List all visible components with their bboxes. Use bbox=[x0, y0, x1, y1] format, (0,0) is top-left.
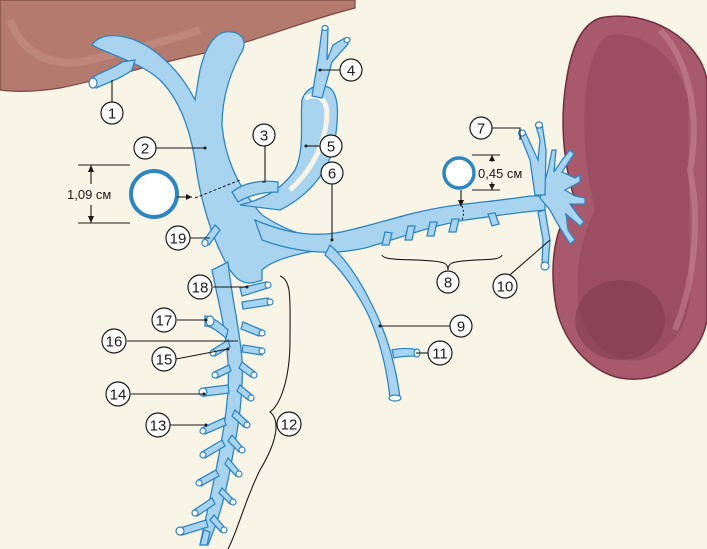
svg-text:13: 13 bbox=[150, 418, 167, 435]
label-18: 18 bbox=[188, 275, 212, 299]
svg-text:19: 19 bbox=[170, 231, 187, 248]
svg-text:5: 5 bbox=[327, 139, 335, 156]
svg-text:4: 4 bbox=[347, 63, 355, 80]
svg-text:15: 15 bbox=[156, 352, 173, 369]
label-6: 6 bbox=[321, 162, 343, 184]
label-9: 9 bbox=[450, 315, 472, 337]
vessel-10-end bbox=[541, 262, 549, 270]
label-11: 11 bbox=[428, 341, 452, 365]
svg-text:2: 2 bbox=[141, 141, 149, 158]
vessel-19-end bbox=[202, 240, 208, 247]
label-15: 15 bbox=[152, 347, 176, 371]
label-12: 12 bbox=[277, 412, 301, 436]
label-17: 17 bbox=[152, 308, 176, 332]
label-19: 19 bbox=[166, 226, 190, 250]
svg-text:8: 8 bbox=[444, 275, 452, 292]
svg-text:1: 1 bbox=[108, 106, 116, 123]
spleen-lower-lobe bbox=[575, 280, 665, 360]
svg-text:17: 17 bbox=[156, 313, 173, 330]
svg-text:7: 7 bbox=[477, 121, 485, 138]
label-4: 4 bbox=[340, 59, 362, 81]
svg-text:10: 10 bbox=[497, 279, 514, 296]
splenic-vein bbox=[255, 196, 545, 252]
label-13: 13 bbox=[146, 413, 170, 437]
vessel-9 bbox=[325, 245, 400, 398]
label-10: 10 bbox=[493, 274, 517, 298]
vessel-7-end-b bbox=[536, 122, 543, 128]
vessel-4-end-b bbox=[344, 38, 350, 43]
svg-text:11: 11 bbox=[432, 346, 448, 363]
svg-text:18: 18 bbox=[192, 280, 209, 297]
label-8: 8 bbox=[437, 271, 459, 293]
portal-diameter-text: 1,09 см bbox=[67, 187, 111, 202]
label-7: 7 bbox=[470, 117, 492, 139]
svg-text:9: 9 bbox=[457, 319, 465, 336]
vessel-10 bbox=[538, 210, 550, 266]
svg-text:12: 12 bbox=[281, 417, 298, 434]
label-1: 1 bbox=[101, 102, 123, 124]
splenic-diameter-indicator bbox=[444, 155, 500, 207]
svg-text:16: 16 bbox=[106, 334, 123, 351]
splenic-diameter-text: 0,45 см bbox=[478, 166, 522, 181]
vessel-9-end bbox=[389, 395, 401, 401]
svg-text:6: 6 bbox=[328, 166, 336, 183]
label-16: 16 bbox=[102, 329, 126, 353]
label-14: 14 bbox=[106, 382, 130, 406]
vessel-1-end bbox=[89, 78, 97, 88]
label-2: 2 bbox=[134, 137, 156, 159]
svg-text:14: 14 bbox=[110, 387, 127, 404]
svg-text:3: 3 bbox=[260, 128, 268, 145]
label-3: 3 bbox=[253, 124, 275, 146]
label-5: 5 bbox=[320, 135, 342, 157]
vessel-4-end-a bbox=[322, 26, 328, 31]
